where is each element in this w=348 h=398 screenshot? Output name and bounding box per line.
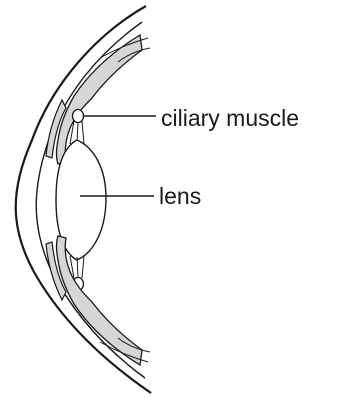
upper-iris-ciliary-body [57,35,143,164]
lower-suspensory-ligaments [70,256,84,278]
lens-label: lens [159,185,201,208]
ciliary-muscle-label: ciliary muscle [161,107,299,130]
upper-ciliary-muscle [73,110,84,123]
